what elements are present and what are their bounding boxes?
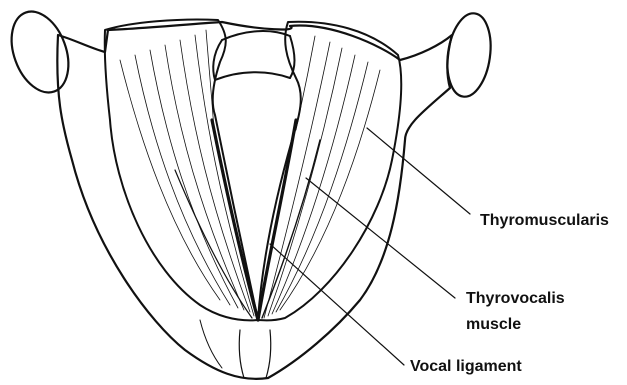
arytenoid-bridge: [222, 31, 290, 40]
leader-thyromuscularis: [367, 128, 470, 214]
label-thyromuscularis: Thyromuscularis: [480, 211, 609, 231]
label-thyrovocalis-muscle: Thyrovocalis muscle: [466, 286, 565, 338]
left-superior-horn: [1, 4, 79, 101]
label-thyrovocalis-line1: Thyrovocalis: [466, 286, 565, 312]
thyroid-cartilage-outline: [57, 22, 452, 379]
left-thyroarytenoid: [105, 19, 258, 320]
leader-vocal-ligament: [270, 244, 404, 365]
label-thyrovocalis-line2: muscle: [466, 312, 565, 338]
label-vocal-ligament: Vocal ligament: [410, 357, 522, 377]
right-thyroarytenoid: [258, 22, 401, 321]
